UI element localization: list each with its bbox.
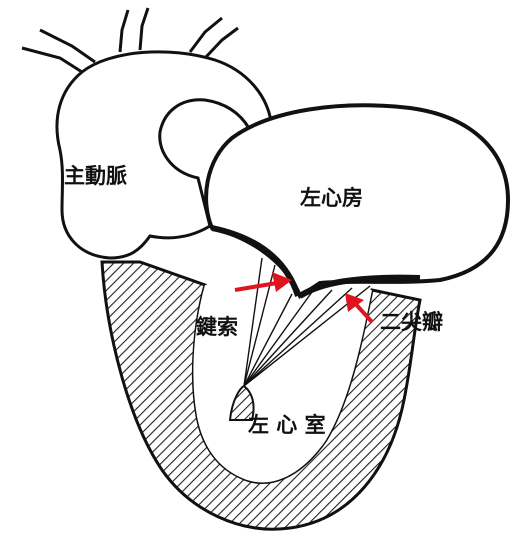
label-mitral-valve: 二尖瓣 (380, 310, 443, 334)
label-left-ventricle: 左 心 室 (248, 413, 326, 437)
label-aorta: 主動脈 (64, 164, 127, 188)
label-left-atrium: 左心房 (300, 186, 363, 210)
arrow-left (235, 272, 292, 292)
label-chordae: 鍵索 (196, 315, 238, 339)
